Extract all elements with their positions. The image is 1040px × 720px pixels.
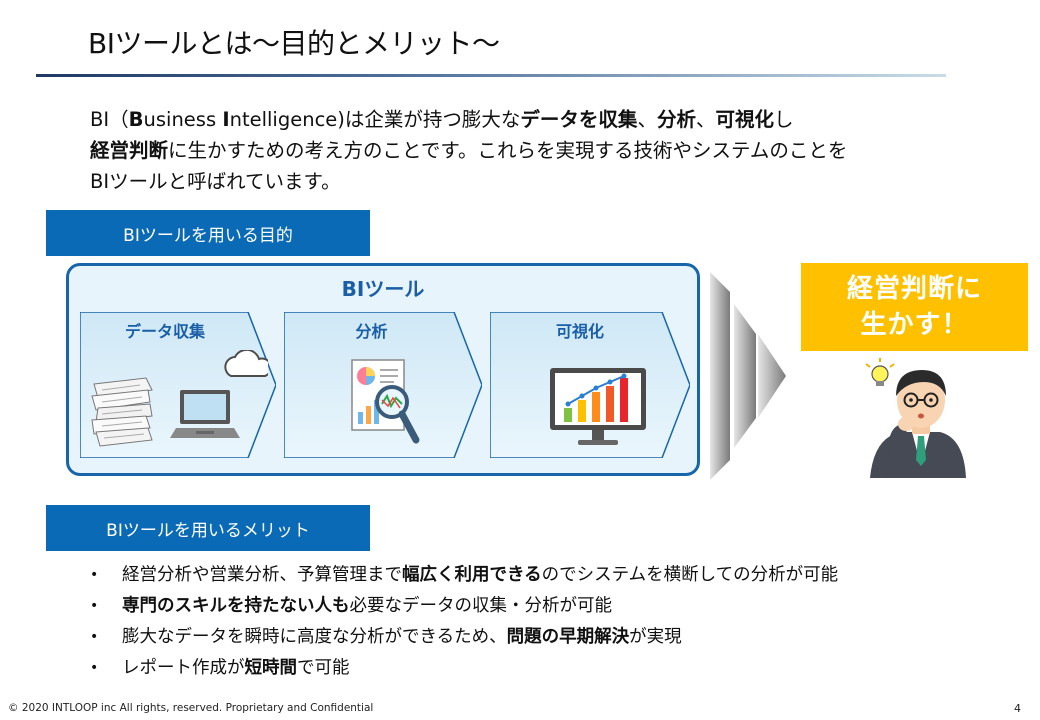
merit-item: • 専門のスキルを持たない人も必要なデータの収集・分析が可能 (90, 591, 990, 622)
merit-text: 専門のスキルを持たない人も必要なデータの収集・分析が可能 (122, 591, 612, 622)
stage-label-data-collection: データ収集 (124, 322, 205, 341)
intro-text-run: 、 (637, 108, 657, 131)
merit-text-run: 経営分析や営業分析、予算管理まで (122, 565, 402, 585)
merit-text-run: 膨大なデータを瞬時に高度な分析ができるため、 (122, 627, 507, 647)
intro-line-2: 経営判断に生かすための考え方のことです。これらを実現する技術やシステムのことを (90, 135, 970, 166)
bullet-icon: • (90, 660, 99, 676)
intro-text-run: し (774, 108, 794, 131)
intro-text-run: B (128, 108, 144, 131)
paper-stack-laptop-cloud-icon (91, 350, 268, 447)
stage-label-visualization: 可視化 (555, 322, 604, 341)
merit-text-run: で可能 (297, 658, 350, 678)
laptop-icon (170, 390, 240, 438)
intro-text-run: に生かすための考え方のことです。これらを実現する技術やシステムのことを (168, 139, 848, 162)
intro-text-run: 分析 (656, 108, 696, 131)
monitor-chart-icon (550, 368, 646, 445)
merit-item: • 経営分析や営業分析、予算管理まで幅広く利用できるのでシステムを横断しての分析が… (90, 560, 990, 591)
merit-item: • 膨大なデータを瞬時に高度な分析ができるため、問題の早期解決が実現 (90, 622, 990, 653)
merit-text-run: 幅広く利用できる (402, 565, 542, 585)
result-line-1: 経営判断に (846, 274, 982, 304)
result-line-2: 生かす！ (860, 310, 969, 340)
intro-line-3: BIツールと呼ばれています。 (90, 166, 970, 197)
stage-data-collection: データ収集 (80, 312, 276, 458)
report-magnifier-icon (351, 359, 420, 444)
merit-text-run: のでシステムを横断しての分析が可能 (541, 565, 839, 585)
copyright-footer: © 2020 INTLOOP inc All rights, reserved.… (8, 702, 374, 714)
intro-text-run: BI（ (90, 108, 129, 131)
intro-text-run: 可視化 (715, 108, 774, 131)
bullet-icon: • (90, 598, 99, 614)
intro-text-run: 経営判断 (90, 139, 169, 162)
intro-text-run: ntelligence)は企業が持つ膨大な (229, 108, 521, 131)
merit-text: 膨大なデータを瞬時に高度な分析ができるため、問題の早期解決が実現 (122, 622, 682, 653)
merits-section-header: BIツールを用いるメリット (46, 505, 370, 551)
merit-text-run: 短時間 (244, 658, 298, 678)
intro-text-run: データを収集 (520, 108, 638, 131)
stage-visualization: 可視化 (490, 312, 690, 458)
result-box: 経営判断に 生かす！ (801, 263, 1028, 351)
title-divider (36, 74, 946, 77)
merit-text: 経営分析や営業分析、予算管理まで幅広く利用できるのでシステムを横断しての分析が可… (122, 560, 838, 591)
bi-tool-panel-title: BIツール (341, 277, 425, 301)
intro-text-run: I (222, 108, 230, 131)
lightbulb-icon (865, 358, 895, 386)
intro-text-run: BIツールと呼ばれています。 (90, 170, 341, 193)
purpose-section-header: BIツールを用いる目的 (46, 210, 370, 256)
stage-label-analysis: 分析 (355, 322, 388, 341)
merit-text-run: 必要なデータの収集・分析が可能 (349, 596, 613, 616)
paper-stack-icon (91, 377, 153, 447)
bullet-icon: • (90, 629, 99, 645)
merit-text-run: レポート作成が (122, 658, 245, 678)
page-number: 4 (1014, 702, 1021, 715)
businessman-lightbulb-icon (865, 358, 966, 478)
stage-analysis: 分析 (284, 312, 482, 458)
cloud-icon (224, 350, 268, 377)
merit-item: • レポート作成が短時間で可能 (90, 653, 990, 684)
bullet-icon: • (90, 567, 99, 583)
flow-chevrons-icon (710, 272, 786, 480)
intro-paragraph: BI（Business Intelligence)は企業が持つ膨大なデータを収集… (90, 104, 970, 197)
intro-text-run: usiness (143, 108, 223, 131)
merit-text: レポート作成が短時間で可能 (122, 653, 350, 684)
merits-list: • 経営分析や営業分析、予算管理まで幅広く利用できるのでシステムを横断しての分析が… (90, 560, 990, 684)
slide-title: BIツールとは～目的とメリット～ (88, 27, 500, 60)
intro-line-1: BI（Business Intelligence)は企業が持つ膨大なデータを収集… (90, 104, 970, 135)
intro-text-run: 、 (695, 108, 716, 131)
merit-text-run: 問題の早期解決 (506, 627, 630, 647)
merit-text-run: が実現 (629, 627, 682, 647)
merit-text-run: 専門のスキルを持たない人も (122, 596, 350, 616)
